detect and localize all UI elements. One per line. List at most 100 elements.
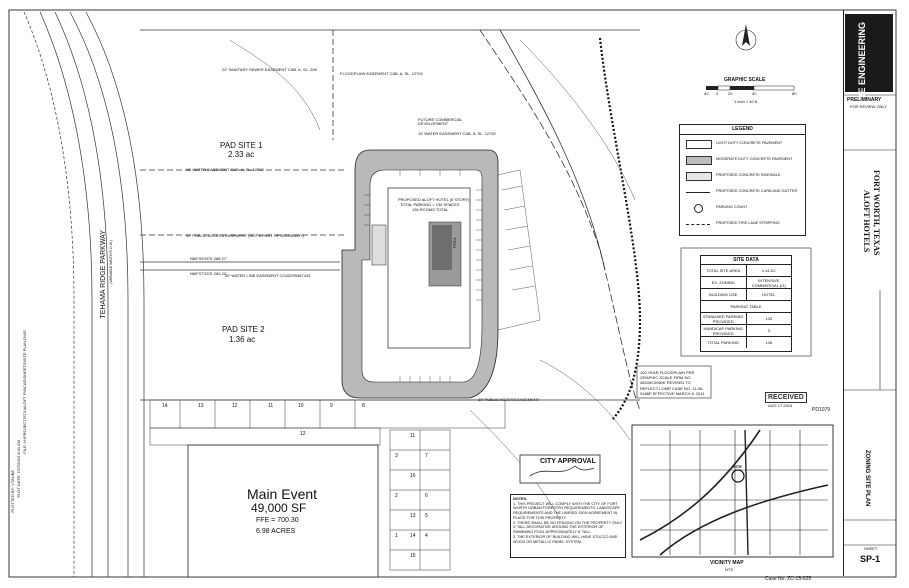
pd-number: PD1079 xyxy=(812,407,831,413)
project-city: FORT WORTH, TEXAS xyxy=(872,170,881,256)
city-approval-title: CITY APPROVAL xyxy=(540,458,596,465)
stall-number: 16 xyxy=(410,473,416,479)
stall-number: 13 xyxy=(198,403,204,409)
note-item: 1. THIS PROJECT WILL COMPLY WITH THE CIT… xyxy=(513,501,620,520)
table-cell: 136 xyxy=(745,337,792,348)
table-cell: HANDICAP PARKING PROVIDED xyxy=(703,325,743,336)
stall-number: 2 xyxy=(395,493,398,499)
parkway-label: TEHAMA RIDGE PARKWAY xyxy=(100,230,107,319)
table-cell: 133 xyxy=(745,313,792,324)
main-event-area: 49,000 SF xyxy=(251,501,307,515)
plot-file: FILE: H:\PROJECTS\TX\ALOFT FW\CAD\SHEETS… xyxy=(22,330,27,454)
stall-number: 11 xyxy=(410,433,416,439)
public-access-easement-label-b: 30' PUBLIC ACCESS EASEMENT xyxy=(478,397,540,402)
floodplain-easement-label: FLOODPLAIN EASEMENT CAB. A, SL. 12792 xyxy=(340,71,423,76)
stall-number: 3 xyxy=(395,453,398,459)
stall-number: 14 xyxy=(410,533,416,539)
sheet-title: ZONING SITE PLAN xyxy=(864,450,870,507)
fire-lane-swatch xyxy=(686,224,710,225)
stall-number: 8 xyxy=(362,403,365,409)
curb-line-swatch xyxy=(686,192,710,193)
sheet-label: SHEET xyxy=(864,546,878,551)
notes-box: NOTES: 1. THIS PROJECT WILL COMPLY WITH … xyxy=(510,494,626,558)
stall-number: 1 xyxy=(395,533,398,539)
pad-site-2-label: PAD SITE 2 xyxy=(222,325,265,334)
main-event-name: Main Event xyxy=(247,486,318,502)
water-easement-label: 15' WATER EASEMENT CAB. A, SL. 12792 xyxy=(418,131,496,136)
legend-item-label: PROPOSED CONCRETE SIDEWALK xyxy=(716,173,781,177)
water-line-easement-label: 30' WATER LINE EASEMENT CC#D205367443 xyxy=(225,273,311,278)
legend-item-label: MODERATE DUTY CONCRETE PAVEMENT xyxy=(716,157,793,161)
sanitary-easement-label: 20' SANITARY SEWER EASEMENT CAB. A, SL. … xyxy=(222,67,317,72)
legend-item: LIGHT DUTY CONCRETE PAVEMENT xyxy=(686,139,801,149)
public-access-easement-label: 30' PUBLIC ACCESS EASEMENT (NOT A PART O… xyxy=(186,233,305,238)
firm-name: CLAYMOORE ENGINEERING xyxy=(857,22,867,146)
scale-note: 1 inch = 40 ft. xyxy=(734,99,759,104)
case-number-footer: Case No. ZC-15-025 xyxy=(765,576,812,582)
legend-item-label: LIGHT DUTY CONCRETE PAVEMENT xyxy=(716,141,783,145)
parkway-sub-label: (VARIABLE WIDTH R.O.W.) xyxy=(109,240,113,284)
pad-site-1-label: PAD SITE 1 xyxy=(220,141,263,150)
scale-tick: 20 xyxy=(728,91,733,96)
water-easement-label-b: 15' WATER EASEMENT CAB. A, SL. 12792 xyxy=(186,167,264,172)
stall-number: 6 xyxy=(425,493,428,499)
pad-site-2-area: 1.36 ac xyxy=(229,335,256,344)
project-name: ALOFT HOTELS xyxy=(862,190,871,253)
stall-number: 9 xyxy=(330,403,333,409)
scale-tick: 40 xyxy=(752,91,757,96)
site-data-title: SITE DATA xyxy=(701,256,791,265)
site-data-table: SITE DATA TOTAL SITE AREA 4.14 AC EX. ZON… xyxy=(700,255,792,352)
table-cell: STANDARD PARKING PROVIDED xyxy=(702,313,744,324)
table-cell: 4.14 AC xyxy=(745,265,792,276)
stall-number: 11 xyxy=(268,403,274,409)
legend: LEGEND LIGHT DUTY CONCRETE PAVEMENT MODE… xyxy=(679,124,806,236)
table-cell: EX. ZONING xyxy=(711,280,735,285)
stall-number: 10 xyxy=(298,403,304,409)
note-item: 2. THERE SHALL BE NO FENCING ON THE PROP… xyxy=(513,520,623,535)
stall-number: 15 xyxy=(410,553,416,559)
legend-item: MODERATE DUTY CONCRETE PAVEMENT xyxy=(686,155,801,165)
graphic-scale-title: GRAPHIC SCALE xyxy=(724,77,766,83)
legend-item-label: PROPOSED CONCRETE CURB AND GUTTER xyxy=(716,189,798,193)
main-event-ffe: FFE = 700.30 xyxy=(256,517,299,524)
vicinity-map-scale: NTS xyxy=(725,567,733,572)
bearing-label-1: N89°09'26"E 288.27' xyxy=(190,256,227,261)
hotel-label: PROPOSED ALOFT HOTEL (5 STORY) xyxy=(398,197,470,202)
stall-number: 13 xyxy=(410,513,416,519)
plot-date: PLOT DATE: 7/27/2015 8:41 AM xyxy=(16,440,21,498)
legend-item-label: PARKING COUNT xyxy=(716,205,748,209)
stall-number: 5 xyxy=(425,513,428,519)
legend-item: PARKING COUNT xyxy=(686,203,801,213)
legend-title: LEGEND xyxy=(680,126,805,135)
hotel-rooms-label: 136 ROOMS TOTAL xyxy=(412,207,449,212)
legend-item: PROPOSED CONCRETE CURB AND GUTTER xyxy=(686,187,801,197)
note-item: 3. THE EXTERIOR OF BUILDING WILL HAVE ST… xyxy=(513,534,618,544)
future-development-label: FUTURE COMMERCIAL DEVELOPMENT xyxy=(418,117,463,126)
table-cell: TOTAL SITE AREA xyxy=(706,268,741,273)
legend-item: PROPOSED CONCRETE SIDEWALK xyxy=(686,171,801,181)
scale-tick: 80 xyxy=(792,91,797,96)
floodplain-note: 100 YEAR FLOODPLAIN PER GRAPHIC SCALE FI… xyxy=(640,370,705,396)
pad-site-1-area: 2.33 ac xyxy=(228,150,255,159)
stall-number: 14 xyxy=(162,403,168,409)
vicinity-site-label: SITE xyxy=(733,464,742,469)
pool-label: POOL xyxy=(452,237,457,249)
scale-tick: 40 xyxy=(704,91,709,96)
plotted-by: PLOTTED BY: VTAUBE xyxy=(10,470,15,513)
bearing-label-2: N89°07'25"E 289.22' xyxy=(190,271,227,276)
preliminary-sub: FOR REVIEW ONLY xyxy=(850,104,888,109)
received-date: AUG 17 2015 xyxy=(768,403,793,408)
title-block: CLAYMOORE ENGINEERING PRELIMINARY FOR RE… xyxy=(843,10,896,576)
preliminary-label: PRELIMINARY xyxy=(847,97,882,103)
light-pavement-swatch xyxy=(686,140,712,149)
main-event-acres: 6.98 ACRES xyxy=(256,528,296,535)
table-cell: 3 xyxy=(745,325,792,336)
legend-item-label: PROPOSED FIRE LANE STRIPPING xyxy=(716,221,780,225)
stall-number: 4 xyxy=(425,533,428,539)
legend-item: PROPOSED FIRE LANE STRIPPING xyxy=(686,219,801,229)
stall-number: 12 xyxy=(300,431,306,437)
